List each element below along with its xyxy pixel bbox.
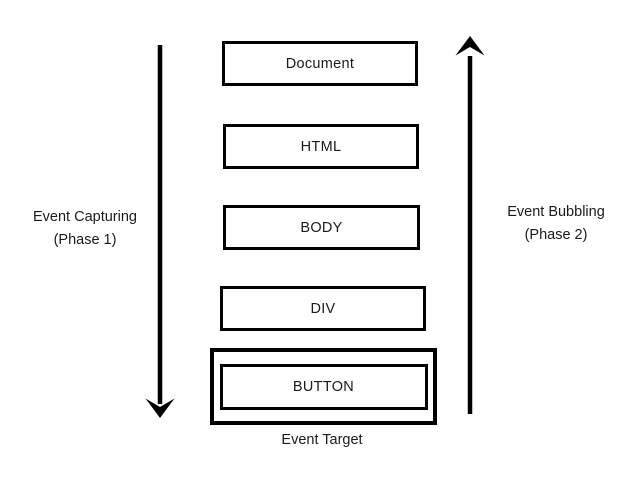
node-button-target-outline: BUTTON [210,348,437,425]
event-target-caption: Event Target [281,432,363,448]
node-button: BUTTON [219,363,428,410]
event-capturing-line1: Event Capturing [33,209,137,225]
node-html-label: HTML [300,138,342,155]
node-div-label: DIV [310,300,336,317]
event-bubbling-annotation: Event Bubbling (Phase 2) [485,201,627,247]
event-capturing-annotation: Event Capturing (Phase 1) [14,206,156,252]
node-div: DIV [220,286,426,331]
node-document-label: Document [285,55,355,72]
node-body: BODY [223,205,420,250]
node-html: HTML [223,124,419,169]
event-bubbling-arrow-up-icon [455,36,485,414]
event-bubbling-line2: (Phase 2) [524,227,588,243]
event-bubbling-line1: Event Bubbling [507,204,605,220]
event-capturing-line2: (Phase 1) [53,232,117,248]
node-body-label: BODY [300,219,343,236]
node-document: Document [222,41,418,86]
node-button-label: BUTTON [292,378,355,395]
